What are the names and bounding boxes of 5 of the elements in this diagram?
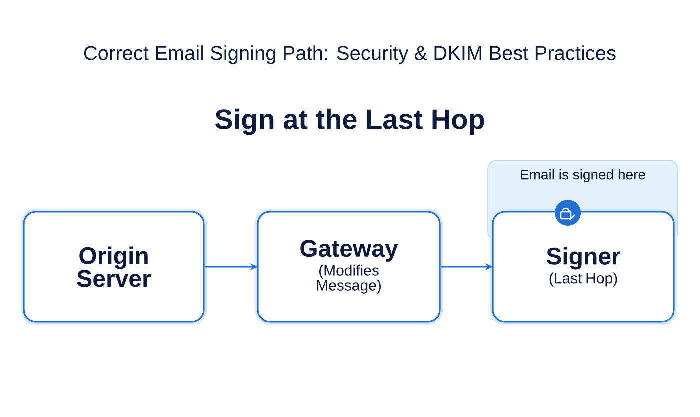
heading: Sign at the Last Hop <box>215 108 484 136</box>
title: Correct Email Signing Path: Security & DKIM Best Practices <box>84 46 616 64</box>
process-box: Origin Server <box>21 209 207 325</box>
process-box: Gateway (Modifies Message) <box>255 209 443 325</box>
process-box: Signer (Last Hop) <box>490 209 678 325</box>
